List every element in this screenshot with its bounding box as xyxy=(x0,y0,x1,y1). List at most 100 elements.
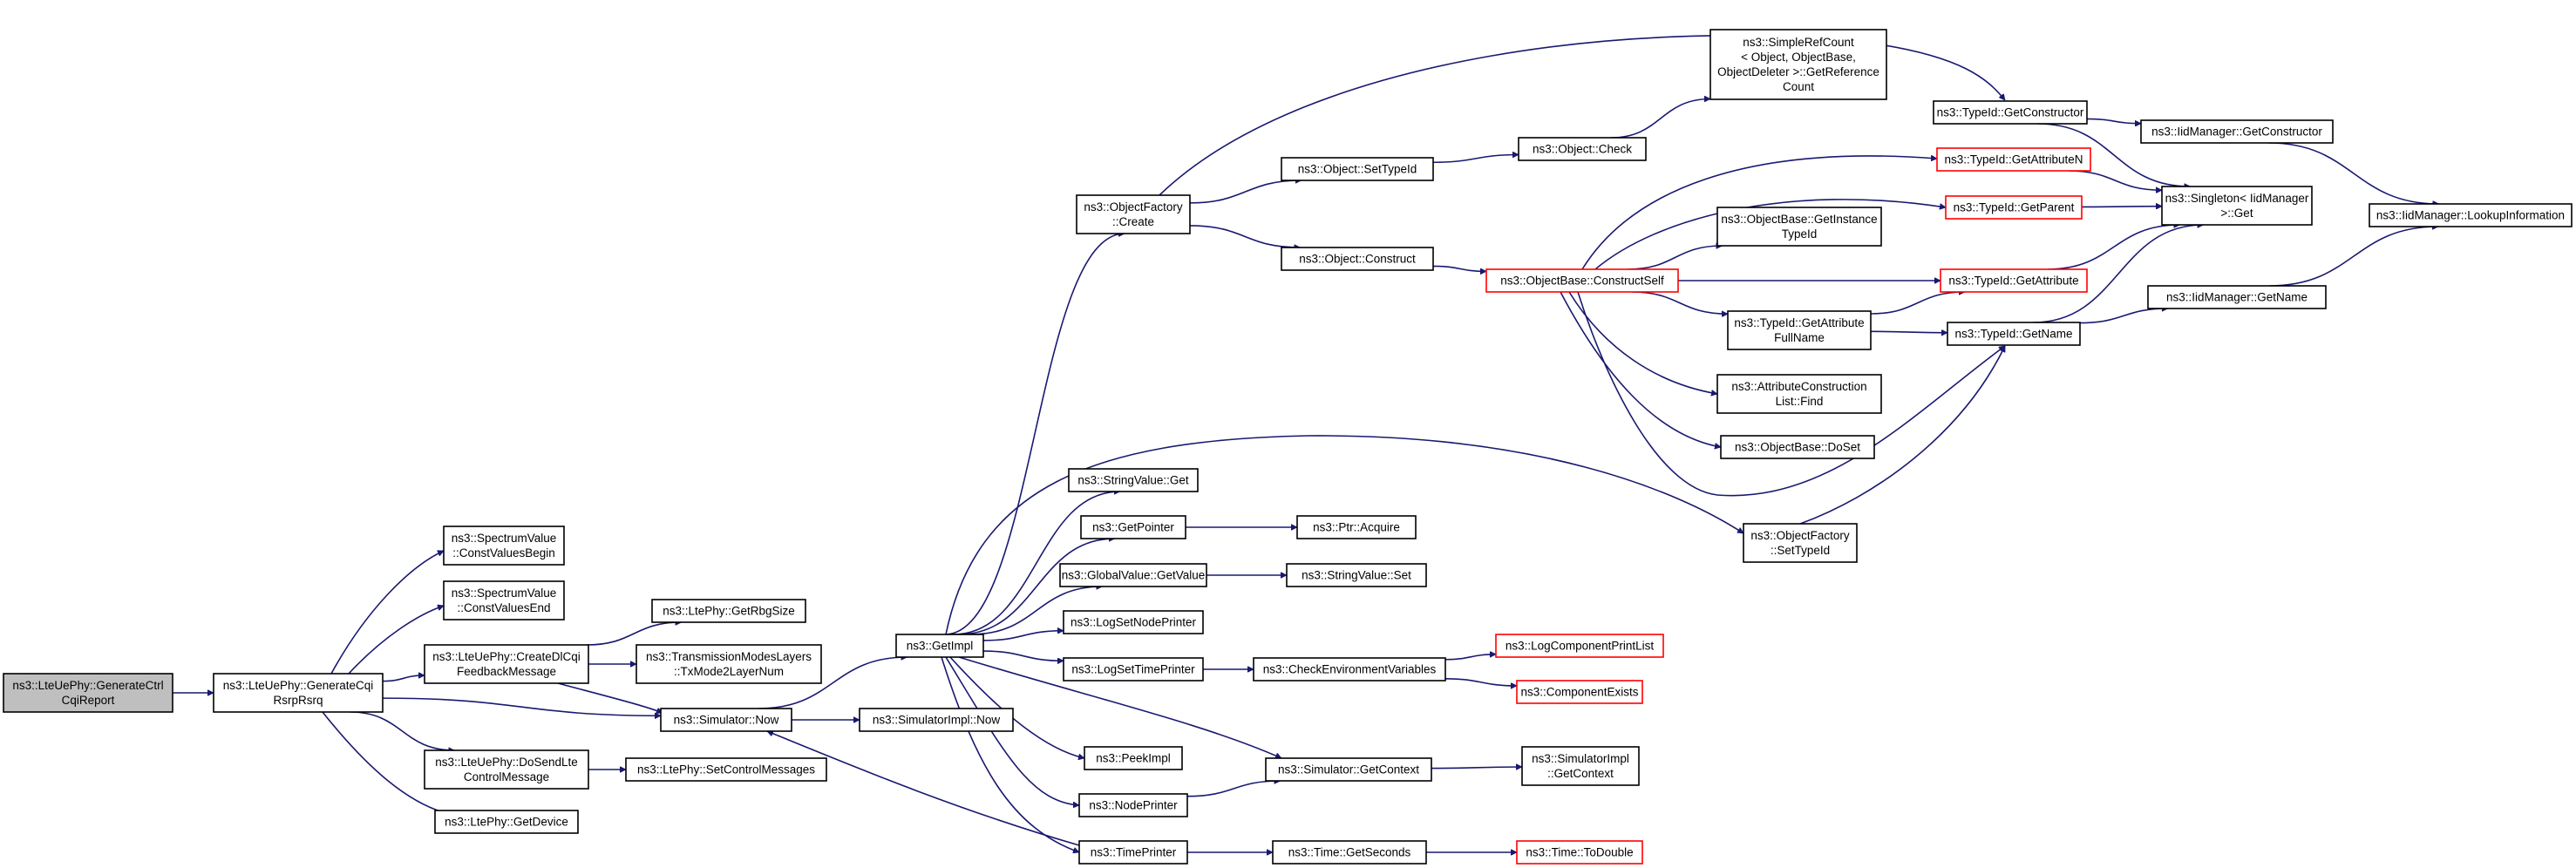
node-layer: ns3::LteUePhy::GenerateCtrlCqiReportns3:… xyxy=(3,29,2573,865)
edge-obcs-to-obgit xyxy=(1628,246,1722,270)
edge-oftid-to-tgn xyxy=(1799,346,2006,525)
node-label-cdcf-line-0: ns3::LteUePhy::CreateDlCqi xyxy=(432,650,581,663)
node-tgp[interactable]: ns3::TypeId::GetParent xyxy=(1945,195,2083,220)
edge-nodep-to-simgc xyxy=(1186,781,1281,797)
node-label-tgafn-line-1: FullName xyxy=(1774,331,1825,344)
node-label-ocheck-line-0: ns3::Object::Check xyxy=(1533,142,1632,155)
node-getdev[interactable]: ns3::LtePhy::GetDevice xyxy=(434,810,579,834)
node-box-rbg xyxy=(651,599,806,623)
node-box-gvget xyxy=(1059,563,1207,587)
node-tml[interactable]: ns3::TransmissionModesLayers::TxMode2Lay… xyxy=(636,644,822,684)
node-rbg[interactable]: ns3::LtePhy::GetRbgSize xyxy=(651,599,806,623)
node-svcb[interactable]: ns3::SpectrumValue::ConstValuesBegin xyxy=(443,526,565,566)
node-label-aclf-line-1: List::Find xyxy=(1776,395,1824,408)
node-label-tga-line-0: ns3::TypeId::GetAttribute xyxy=(1948,274,2078,287)
node-settid[interactable]: ns3::Object::SetTypeId xyxy=(1281,157,1434,181)
node-label-aclf-line-0: ns3::AttributeConstruction xyxy=(1731,380,1866,393)
node-oconst[interactable]: ns3::Object::Construct xyxy=(1281,247,1434,271)
edge-getimpl-to-peek xyxy=(949,656,1084,758)
node-tgn[interactable]: ns3::TypeId::GetName xyxy=(1947,322,2081,346)
node-label-ofcreate-line-1: ::Create xyxy=(1112,215,1154,228)
node-oftid[interactable]: ns3::ObjectFactory::SetTypeId xyxy=(1743,523,1858,563)
node-box-svcb xyxy=(443,526,565,566)
node-ocheck[interactable]: ns3::Object::Check xyxy=(1518,137,1647,161)
edge-cdcf-to-rbg xyxy=(586,622,682,646)
node-getimpl[interactable]: ns3::GetImpl xyxy=(895,634,984,658)
node-peek[interactable]: ns3::PeekImpl xyxy=(1084,746,1183,770)
edge-iidgc-to-iidli xyxy=(2268,142,2438,204)
node-iidgn[interactable]: ns3::IidManager::GetName xyxy=(2147,285,2327,309)
node-lcpl[interactable]: ns3::LogComponentPrintList xyxy=(1495,634,1664,658)
node-timep[interactable]: ns3::TimePrinter xyxy=(1078,840,1188,865)
node-compex[interactable]: ns3::ComponentExists xyxy=(1516,680,1643,704)
node-label-iidgn-line-0: ns3::IidManager::GetName xyxy=(2166,290,2308,303)
node-label-iidgc-line-0: ns3::IidManager::GetConstructor xyxy=(2151,125,2322,138)
node-srcgr[interactable]: ns3::SimpleRefCount< Object, ObjectBase,… xyxy=(1709,29,1887,100)
node-label-svset-line-0: ns3::StringValue::Set xyxy=(1302,568,1411,581)
node-label-root-line-1: CqiReport xyxy=(62,694,115,707)
node-setcm[interactable]: ns3::LtePhy::SetControlMessages xyxy=(625,757,827,782)
node-box-oconst xyxy=(1281,247,1434,271)
node-box-singget xyxy=(2161,186,2313,226)
node-tga[interactable]: ns3::TypeId::GetAttribute xyxy=(1940,268,2088,293)
node-box-tgs xyxy=(1272,840,1427,865)
node-svset[interactable]: ns3::StringValue::Set xyxy=(1286,563,1427,587)
node-gvget[interactable]: ns3::GlobalValue::GetValue xyxy=(1059,563,1207,587)
edge-gcrr-to-cdcf xyxy=(382,675,425,682)
node-box-nodep xyxy=(1078,793,1188,817)
node-label-timep-line-0: ns3::TimePrinter xyxy=(1091,845,1177,858)
edge-chkenv-to-compex xyxy=(1444,678,1517,686)
edge-getimpl-to-lsnp xyxy=(982,631,1064,641)
node-getptr[interactable]: ns3::GetPointer xyxy=(1080,515,1186,539)
edge-chkenv-to-lcpl xyxy=(1444,654,1496,661)
node-label-srcgr-line-3: Count xyxy=(1783,80,1814,93)
node-cdcf[interactable]: ns3::LteUePhy::CreateDlCqiFeedbackMessag… xyxy=(424,644,589,684)
node-box-tgp xyxy=(1945,195,2083,220)
node-label-tgafn-line-0: ns3::TypeId::GetAttribute xyxy=(1734,316,1864,329)
node-label-svce-line-1: ::ConstValuesEnd xyxy=(457,601,550,614)
node-label-ofcreate-line-0: ns3::ObjectFactory xyxy=(1084,200,1183,214)
node-label-settid-line-0: ns3::Object::SetTypeId xyxy=(1298,162,1417,175)
edge-gcrr-to-svcb xyxy=(330,550,444,675)
edge-layer xyxy=(173,35,2439,852)
node-iidgc[interactable]: ns3::IidManager::GetConstructor xyxy=(2140,119,2334,144)
edge-getimpl-to-timep xyxy=(941,656,1079,852)
node-sigc[interactable]: ns3::SimulatorImpl::GetContext xyxy=(1521,746,1640,786)
node-simnow[interactable]: ns3::Simulator::Now xyxy=(660,708,792,732)
node-svget[interactable]: ns3::StringValue::Get xyxy=(1068,468,1199,492)
node-tgc[interactable]: ns3::TypeId::GetConstructor xyxy=(1933,100,2088,125)
node-tgs[interactable]: ns3::Time::GetSeconds xyxy=(1272,840,1427,865)
node-todbl[interactable]: ns3::Time::ToDouble xyxy=(1516,840,1643,865)
edge-getimpl-to-ofcreate xyxy=(944,234,1125,635)
node-label-setcm-line-0: ns3::LtePhy::SetControlMessages xyxy=(637,763,815,776)
node-box-simnow xyxy=(660,708,792,732)
node-ptracq[interactable]: ns3::Ptr::Acquire xyxy=(1296,515,1417,539)
node-ofcreate[interactable]: ns3::ObjectFactory::Create xyxy=(1076,194,1191,234)
node-simgc[interactable]: ns3::Simulator::GetContext xyxy=(1265,757,1432,782)
node-lsnp[interactable]: ns3::LogSetNodePrinter xyxy=(1063,610,1204,634)
node-tgan[interactable]: ns3::TypeId::GetAttributeN xyxy=(1936,147,2091,172)
node-singget[interactable]: ns3::Singleton< IidManager >::Get xyxy=(2161,186,2313,226)
node-box-obcs xyxy=(1485,268,1679,293)
node-box-srcgr xyxy=(1709,29,1887,100)
node-box-sigc xyxy=(1521,746,1640,786)
edge-gcrr-to-dslc xyxy=(350,711,455,750)
node-iidli[interactable]: ns3::IidManager::LookupInformation xyxy=(2369,203,2573,227)
node-box-getimpl xyxy=(895,634,984,658)
node-chkenv[interactable]: ns3::CheckEnvironmentVariables xyxy=(1253,657,1446,682)
node-label-gcrr-line-0: ns3::LteUePhy::GenerateCqi xyxy=(223,679,374,692)
node-siminow[interactable]: ns3::SimulatorImpl::Now xyxy=(859,708,1014,732)
node-obcs[interactable]: ns3::ObjectBase::ConstructSelf xyxy=(1485,268,1679,293)
edge-ocheck-to-srcgr xyxy=(1611,99,1710,139)
edge-tga-to-singget xyxy=(2047,225,2180,270)
node-svce[interactable]: ns3::SpectrumValue::ConstValuesEnd xyxy=(443,580,565,620)
node-lstp[interactable]: ns3::LogSetTimePrinter xyxy=(1063,657,1204,682)
edge-obcs-to-aclf xyxy=(1568,291,1717,394)
node-obdoset[interactable]: ns3::ObjectBase::DoSet xyxy=(1720,435,1875,459)
node-nodep[interactable]: ns3::NodePrinter xyxy=(1078,793,1188,817)
